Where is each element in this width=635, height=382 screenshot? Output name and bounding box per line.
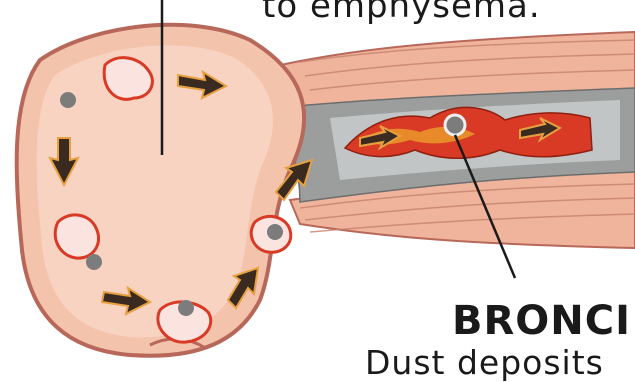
dust-particle-icon <box>86 254 102 270</box>
dust-particle-icon <box>445 115 465 135</box>
bottom-caption: Dust deposits <box>365 343 604 382</box>
macrophage-cell-icon <box>55 215 98 258</box>
top-caption: to emphysema. <box>262 0 541 26</box>
dust-particle-icon <box>178 300 194 316</box>
lung-diagram: to emphysema. BRONCI Dust deposits <box>0 0 635 370</box>
bronchiole-label: BRONCI <box>452 298 631 344</box>
dust-particle-icon <box>267 224 283 240</box>
alveolus-sac <box>17 25 304 356</box>
dust-particle-icon <box>60 92 76 108</box>
